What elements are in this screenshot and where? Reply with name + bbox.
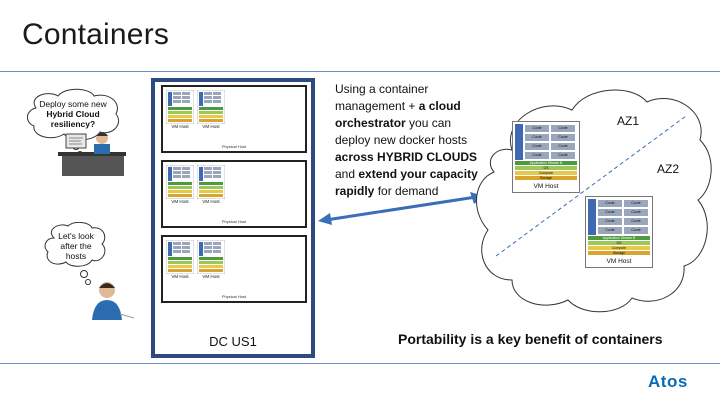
datacenter-frame: VM Host VM Host Physical Host VM Ho xyxy=(151,78,315,358)
person-at-desk-icon xyxy=(58,132,126,176)
vm-host-thumb-icon xyxy=(197,165,225,199)
vm-host-caption: VM Host xyxy=(606,258,632,265)
bubble1-text: Deploy some new Hybrid Cloud resiliency? xyxy=(28,99,118,129)
physical-host-label: Physical Host xyxy=(221,144,247,149)
double-arrow-icon xyxy=(318,192,484,225)
code-label: Code xyxy=(605,218,615,223)
physical-host-label: Physical Host xyxy=(221,219,247,224)
desc-line: and extend your capacity xyxy=(335,167,478,181)
atos-logo: Atos xyxy=(648,372,688,391)
container-stack-icon xyxy=(588,199,650,255)
container-stack-icon xyxy=(515,124,577,180)
vm-host-card-az1: Code Code Code Code Code Code Code Code … xyxy=(512,121,580,193)
physical-server-1: VM Host VM Host Physical Host xyxy=(161,85,307,153)
person-icon xyxy=(92,282,135,320)
vm-host-thumb-icon xyxy=(166,90,194,124)
layer-label: Storage xyxy=(612,251,626,255)
datacenter-label: DC US1 xyxy=(209,334,257,349)
bubble1-line2: Hybrid Cloud xyxy=(46,109,100,119)
vm-host-thumb-icon xyxy=(166,240,194,274)
layer-label: Storage xyxy=(539,176,553,180)
description-text: Using a container management + a cloud o… xyxy=(335,81,505,200)
bubble1-line3: resiliency? xyxy=(50,119,96,129)
az2-label: AZ2 xyxy=(657,162,680,176)
vm-host-label: VM Host xyxy=(202,199,220,204)
layer-label: Application Stream B xyxy=(529,161,563,165)
layer-label: OS xyxy=(616,241,622,245)
desc-line: deploy new docker hosts xyxy=(335,133,468,147)
layer-label: OS xyxy=(543,166,549,170)
code-label: Code xyxy=(605,209,615,214)
desc-line: rapidly for demand xyxy=(335,184,439,198)
code-label: Code xyxy=(558,125,568,130)
physical-server-2: VM Host VM Host Physical Host xyxy=(161,160,307,228)
bubble2-line1: Let's look xyxy=(58,231,94,241)
vm-host-label: VM Host xyxy=(171,199,189,204)
code-label: Code xyxy=(605,227,615,232)
code-label: Code xyxy=(605,200,615,205)
bubble2-line3: hosts xyxy=(65,251,87,261)
code-label: Code xyxy=(631,218,641,223)
vm-host-label: VM Host xyxy=(202,124,220,129)
code-label: Code xyxy=(558,152,568,157)
portability-statement: Portability is a key benefit of containe… xyxy=(398,331,663,347)
bubble1-line1: Deploy some new xyxy=(39,99,107,109)
layer-label: Application Stream B xyxy=(602,236,636,240)
vm-host-thumb-icon xyxy=(166,165,194,199)
desc-line: orchestrator you can xyxy=(335,116,452,130)
vm-host-label: VM Host xyxy=(202,274,220,279)
desc-line: across HYBRID CLOUDS xyxy=(335,150,478,164)
code-label: Code xyxy=(532,134,542,139)
layer-label: Compute xyxy=(538,171,554,175)
thought-bubble-2 xyxy=(44,222,106,285)
vm-host-label: VM Host xyxy=(171,124,189,129)
code-label: Code xyxy=(558,134,568,139)
code-label: Code xyxy=(558,143,568,148)
vm-host-thumb-icon xyxy=(197,240,225,274)
code-label: Code xyxy=(631,200,641,205)
layer-label: Compute xyxy=(611,246,627,250)
bottom-divider xyxy=(0,363,720,364)
vm-host-caption: VM Host xyxy=(533,183,559,190)
physical-server-3: VM Host VM Host Physical Host xyxy=(161,235,307,303)
code-label: Code xyxy=(532,125,542,130)
vm-host-thumb-icon xyxy=(197,90,225,124)
az1-label: AZ1 xyxy=(617,114,640,128)
vm-host-label: VM Host xyxy=(171,274,189,279)
code-label: Code xyxy=(532,152,542,157)
code-label: Code xyxy=(631,227,641,232)
vm-host-card-az2: Code Code Code Code Code Code Code Code … xyxy=(585,196,653,268)
top-divider xyxy=(0,71,720,72)
physical-host-label: Physical Host xyxy=(221,294,247,299)
desc-line: management + a cloud xyxy=(335,99,461,113)
slide-title: Containers xyxy=(22,18,170,51)
desc-line: Using a container xyxy=(335,82,429,96)
bubble2-line2: after the xyxy=(60,241,92,251)
code-label: Code xyxy=(631,209,641,214)
bubble2-text: Let's look after the hosts xyxy=(48,231,104,261)
code-label: Code xyxy=(532,143,542,148)
